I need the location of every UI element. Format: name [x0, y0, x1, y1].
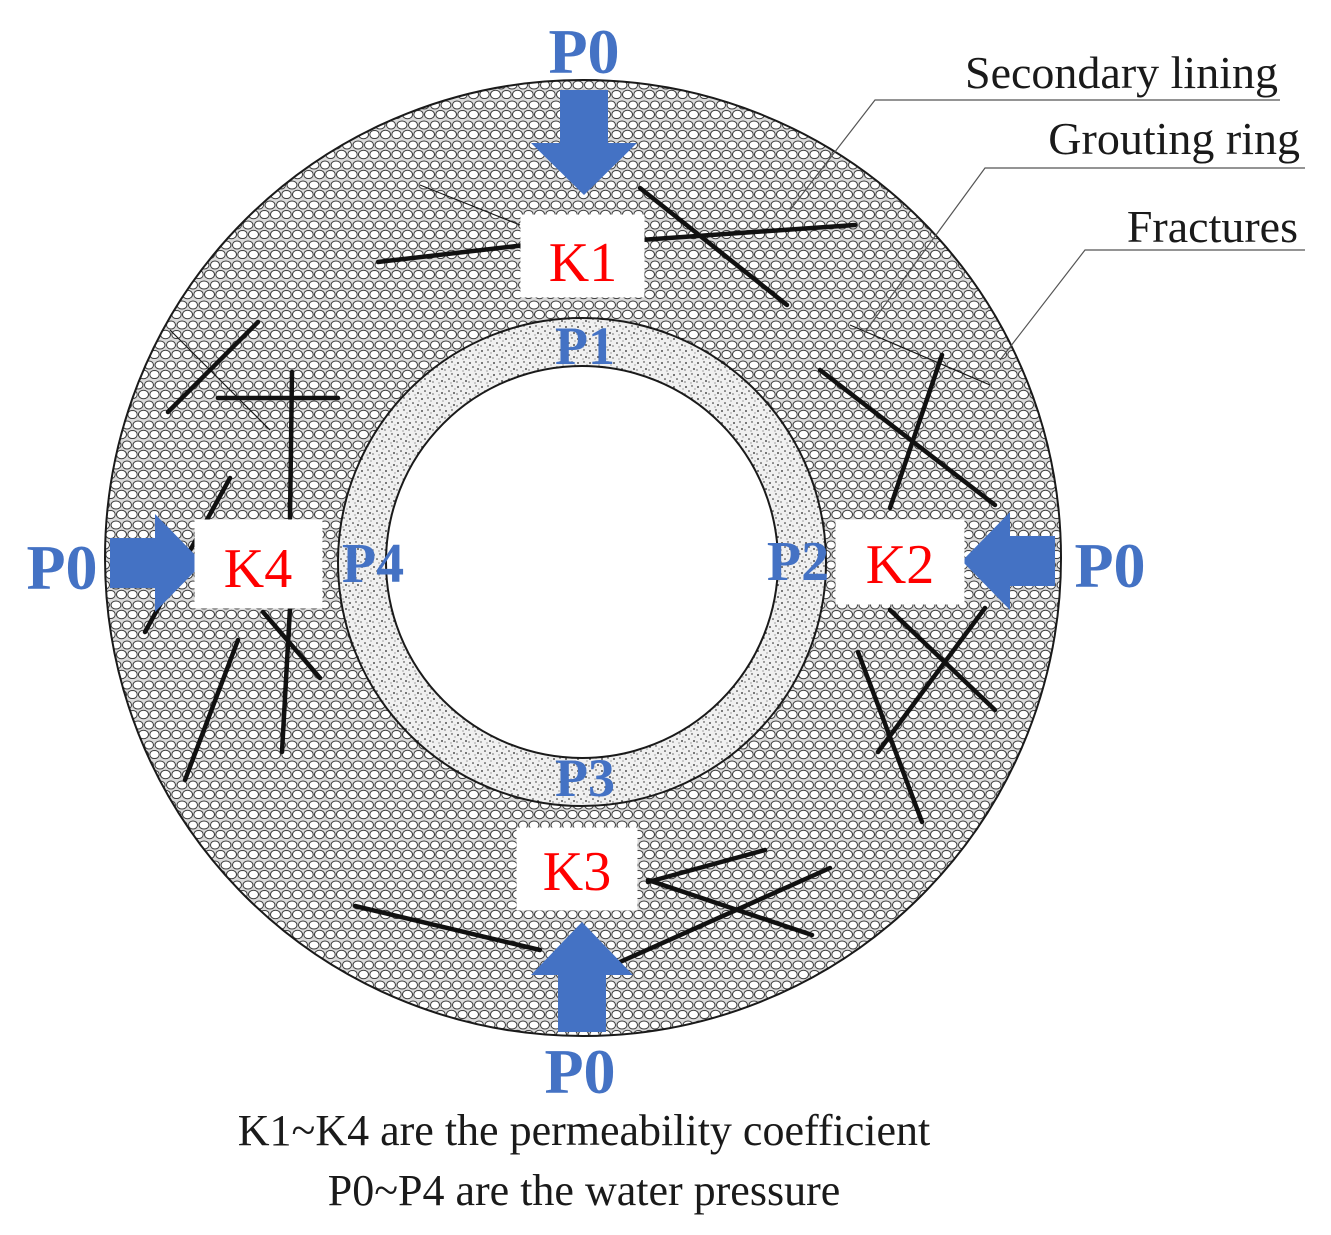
fractures	[142, 185, 998, 965]
pressure-p1: P1	[555, 316, 615, 376]
box-k2	[835, 519, 965, 605]
fractures-thin	[169, 184, 991, 431]
pressure-p0-top: P0	[548, 16, 619, 87]
arrow-bottom	[531, 922, 633, 1032]
pressure-p3: P3	[555, 748, 615, 808]
arrow-right	[962, 512, 1055, 610]
label-secondary-lining: Secondary lining	[965, 47, 1278, 98]
pressure-p4: P4	[342, 533, 404, 595]
caption-line-1: K1~K4 are the permeability coefficient	[238, 1106, 930, 1155]
box-k3	[516, 827, 638, 911]
pressure-p2: P2	[767, 531, 829, 593]
coefficient-k3: K3	[543, 841, 611, 903]
label-leaders	[789, 99, 1305, 361]
pressure-p0-bottom: P0	[544, 1036, 615, 1107]
arrow-top	[531, 90, 637, 195]
box-k4	[194, 519, 323, 609]
coefficient-boxes	[194, 214, 965, 911]
label-fractures: Fractures	[1127, 201, 1298, 252]
pressure-arrows	[110, 90, 1055, 1032]
pressure-p0-left: P0	[26, 532, 97, 603]
coefficient-k4: K4	[224, 538, 292, 600]
arrow-left	[110, 514, 203, 612]
pressure-p0-right: P0	[1074, 530, 1145, 601]
caption-line-2: P0~P4 are the water pressure	[328, 1166, 841, 1215]
coefficient-k2: K2	[866, 534, 934, 596]
coefficient-k1: K1	[549, 232, 617, 294]
box-k1	[520, 214, 645, 298]
label-grouting-ring: Grouting ring	[1048, 113, 1300, 164]
tunnel-opening	[385, 365, 779, 759]
